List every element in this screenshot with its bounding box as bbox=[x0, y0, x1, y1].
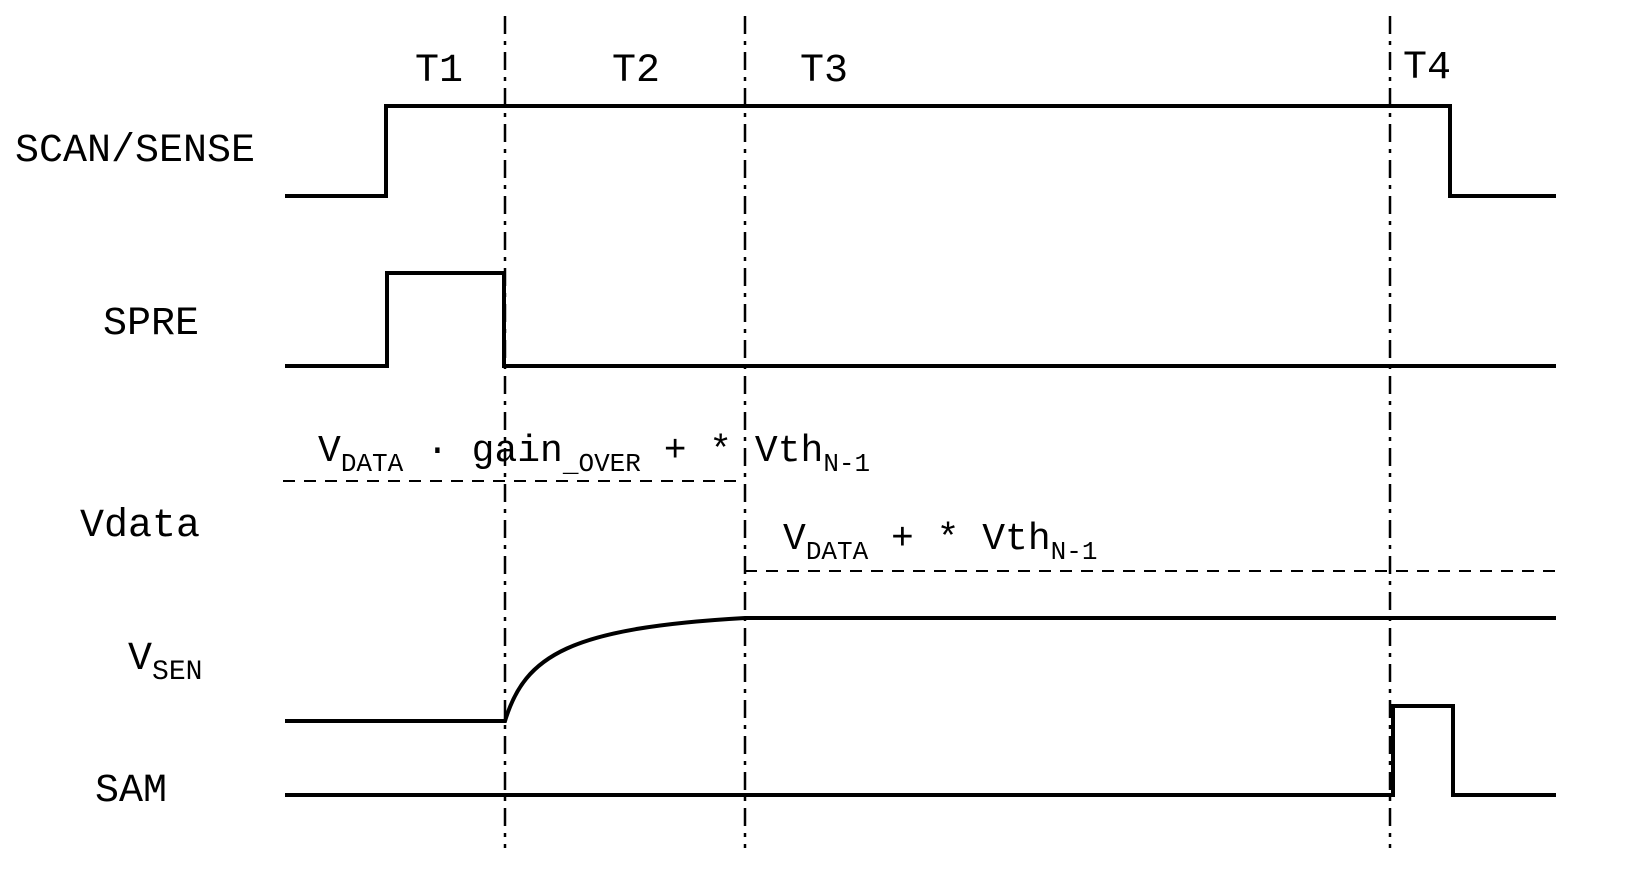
period-label-t1: T1 bbox=[415, 49, 463, 94]
annot1-vth: + * Vth bbox=[641, 430, 823, 473]
signal-label-vsen: VSEN bbox=[128, 637, 202, 688]
spre-waveform bbox=[285, 271, 1556, 368]
signal-label-vdata: Vdata bbox=[80, 504, 200, 549]
vsen-waveform bbox=[285, 616, 1556, 723]
annot1-v: V bbox=[318, 430, 341, 473]
vsen-label-base: V bbox=[128, 637, 152, 682]
annot1-gain: · gain bbox=[403, 430, 563, 473]
vdata-annotation-level1: VDATA · gain_OVER + * VthN-1 bbox=[318, 430, 870, 479]
annot2-v: V bbox=[783, 518, 806, 561]
sam-waveform bbox=[285, 704, 1556, 797]
vsen-label-subscript: SEN bbox=[152, 657, 202, 688]
annot1-gain-sub: _OVER bbox=[562, 449, 641, 479]
annot2-v-sub: DATA bbox=[806, 537, 869, 567]
period-label-t3: T3 bbox=[800, 49, 848, 94]
annot1-vth-sub: N-1 bbox=[823, 449, 870, 479]
vdata-annotation-level2: VDATA + * VthN-1 bbox=[783, 518, 1097, 567]
signal-label-scan-sense: SCAN/SENSE bbox=[15, 129, 255, 174]
period-label-t4: T4 bbox=[1403, 46, 1451, 91]
signal-label-spre: SPRE bbox=[103, 302, 199, 347]
annot2-vth: + * Vth bbox=[868, 518, 1050, 561]
period-label-t2: T2 bbox=[612, 49, 660, 94]
annot1-v-sub: DATA bbox=[341, 449, 404, 479]
scan-sense-waveform bbox=[285, 104, 1556, 198]
annot2-vth-sub: N-1 bbox=[1051, 537, 1098, 567]
signal-label-sam: SAM bbox=[95, 769, 167, 814]
